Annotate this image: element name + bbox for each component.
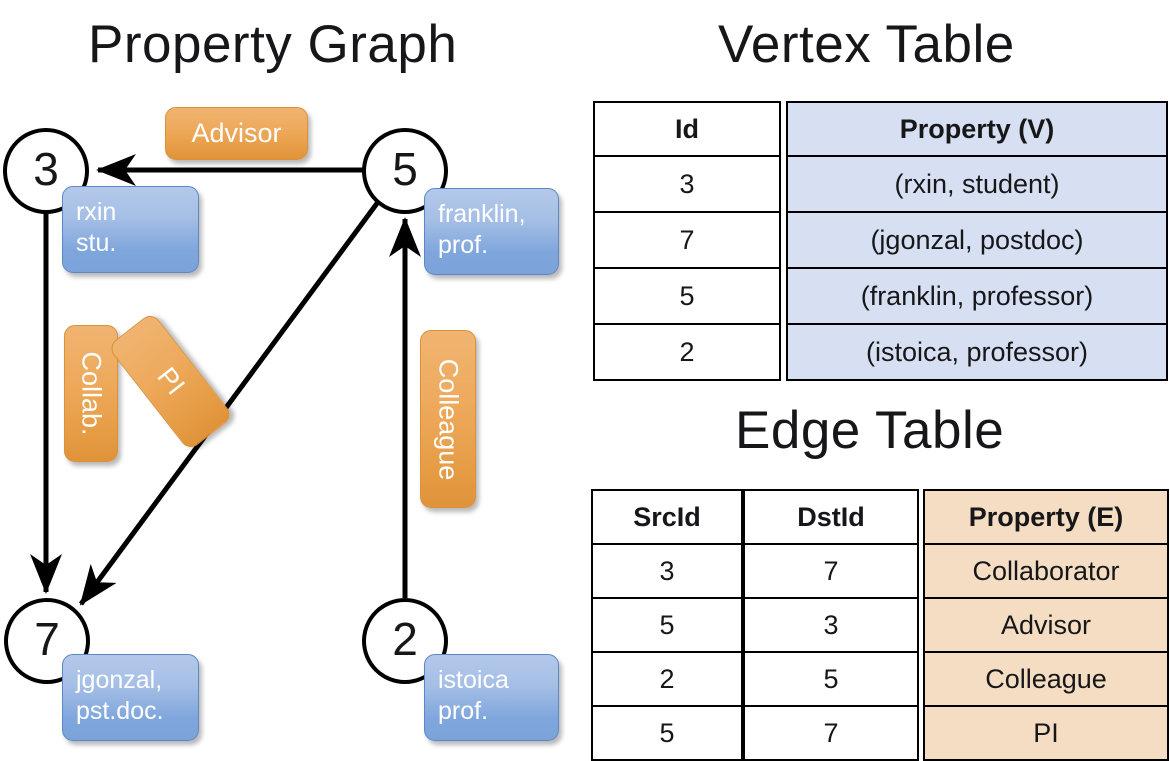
edge-table-header-srcid: SrcId	[591, 489, 743, 545]
node-property-jgonzal-line2: pst.doc.	[76, 697, 164, 725]
table-row[interactable]: PI	[923, 705, 1169, 761]
node-property-jgonzal-line1: jgonzal,	[76, 666, 163, 694]
vertex-id-cell: 7	[593, 211, 781, 269]
edge-label-collab: Collab.	[76, 351, 107, 436]
table-row[interactable]: Colleague	[923, 651, 1169, 707]
table-row[interactable]: 3	[591, 543, 743, 599]
node-property-box-istoica[interactable]: istoica prof.	[424, 654, 559, 741]
vertex-property-cell: (jgonzal, postdoc)	[786, 211, 1168, 269]
node-property-box-jgonzal[interactable]: jgonzal, pst.doc.	[62, 654, 199, 741]
table-row[interactable]: Advisor	[923, 597, 1169, 653]
vertex-table-header-id: Id	[593, 101, 781, 157]
edge-table-header-dstid-label: DstId	[797, 501, 865, 532]
edge-dst-cell: 7	[743, 543, 919, 599]
table-row[interactable]: (jgonzal, postdoc)	[786, 211, 1168, 269]
table-row[interactable]: 7	[743, 705, 919, 761]
edge-label-box-colleague[interactable]: Colleague	[420, 330, 476, 508]
edge-table-header-dstid: DstId	[743, 489, 919, 545]
edge-table-header-row: DstId	[743, 489, 919, 545]
table-row[interactable]: 3	[743, 597, 919, 653]
table-row[interactable]: 5	[593, 267, 781, 325]
vertex-id-cell: 5	[593, 267, 781, 325]
table-row[interactable]: 7	[743, 543, 919, 599]
page-title-vertex-table: Vertex Table	[718, 15, 1015, 74]
edge-dst-cell: 3	[743, 597, 919, 653]
graph-node-2[interactable]: 2	[362, 598, 448, 684]
edge-table-header-srcid-label: SrcId	[633, 501, 701, 532]
table-row[interactable]: 5	[591, 597, 743, 653]
page-title-property-graph: Property Graph	[88, 15, 458, 74]
table-row[interactable]: (rxin, student)	[786, 155, 1168, 213]
edge-property-cell: Collaborator	[923, 543, 1169, 599]
node-property-box-rxin[interactable]: rxin stu.	[62, 186, 199, 273]
vertex-table-header-id-label: Id	[675, 113, 699, 144]
table-row[interactable]: (franklin, professor)	[786, 267, 1168, 325]
vertex-property-cell: (istoica, professor)	[786, 323, 1168, 381]
table-row[interactable]: 5	[591, 705, 743, 761]
vertex-id-cell: 3	[593, 155, 781, 213]
table-row[interactable]: 5	[743, 651, 919, 707]
edge-src-cell: 3	[591, 543, 743, 599]
table-row[interactable]: 2	[593, 323, 781, 381]
page-title-edge-table: Edge Table	[735, 401, 1005, 460]
node-property-box-franklin[interactable]: franklin, prof.	[424, 188, 559, 275]
vertex-property-cell: (franklin, professor)	[786, 267, 1168, 325]
edge-table-dstid-column: DstId 7 3 5 7	[743, 489, 919, 761]
edge-property-cell: Colleague	[923, 651, 1169, 707]
table-row[interactable]: 3	[593, 155, 781, 213]
vertex-table-header-property-label: Property (V)	[899, 113, 1055, 144]
node-property-rxin-line1: rxin	[76, 198, 117, 226]
vertex-table-header-row: Property (V)	[786, 101, 1168, 157]
edge-table-header-property-label: Property (E)	[968, 501, 1124, 532]
edge-table-header-row: SrcId	[591, 489, 743, 545]
graph-node-3-label: 3	[33, 143, 59, 195]
graph-node-5-label: 5	[392, 143, 418, 195]
table-row[interactable]: Collaborator	[923, 543, 1169, 599]
node-property-istoica-line2: prof.	[438, 697, 489, 725]
edge-table-property-column: Property (E) Collaborator Advisor Collea…	[923, 489, 1169, 761]
vertex-table-header-property: Property (V)	[786, 101, 1168, 157]
vertex-table-header-row: Id	[593, 101, 781, 157]
edge-label-box-advisor[interactable]: Advisor	[165, 107, 308, 160]
edge-property-cell: Advisor	[923, 597, 1169, 653]
node-property-franklin-line2: prof.	[438, 231, 489, 259]
edge-property-cell: PI	[923, 705, 1169, 761]
edge-table-srcid-column: SrcId 3 5 2 5	[591, 489, 743, 761]
vertex-table-id-column: Id 3 7 5 2	[593, 101, 781, 381]
node-property-istoica-line1: istoica	[438, 666, 509, 694]
edge-label-advisor: Advisor	[191, 118, 282, 148]
graph-node-5[interactable]: 5	[362, 128, 448, 214]
graph-node-2-label: 2	[392, 613, 418, 665]
edge-label-box-collab[interactable]: Collab.	[64, 325, 118, 462]
property-graph-edges	[30, 154, 421, 606]
edge-dst-cell: 7	[743, 705, 919, 761]
edge-table-header-row: Property (E)	[923, 489, 1169, 545]
edge-dst-cell: 5	[743, 651, 919, 707]
edge-src-cell: 2	[591, 651, 743, 707]
node-property-franklin-line1: franklin,	[438, 200, 526, 228]
edge-src-cell: 5	[591, 597, 743, 653]
table-row[interactable]: 7	[593, 211, 781, 269]
vertex-table-property-column: Property (V) (rxin, student) (jgonzal, p…	[786, 101, 1168, 381]
graph-node-7-label: 7	[34, 613, 60, 665]
edge-src-cell: 5	[591, 705, 743, 761]
table-row[interactable]: (istoica, professor)	[786, 323, 1168, 381]
vertex-id-cell: 2	[593, 323, 781, 381]
vertex-property-cell: (rxin, student)	[786, 155, 1168, 213]
edge-5-to-7	[78, 200, 381, 606]
node-property-rxin-line2: stu.	[76, 229, 117, 257]
edge-table-header-property: Property (E)	[923, 489, 1169, 545]
edge-label-colleague: Colleague	[433, 358, 464, 480]
edge-label-pi: PI	[151, 361, 191, 401]
table-row[interactable]: 2	[591, 651, 743, 707]
